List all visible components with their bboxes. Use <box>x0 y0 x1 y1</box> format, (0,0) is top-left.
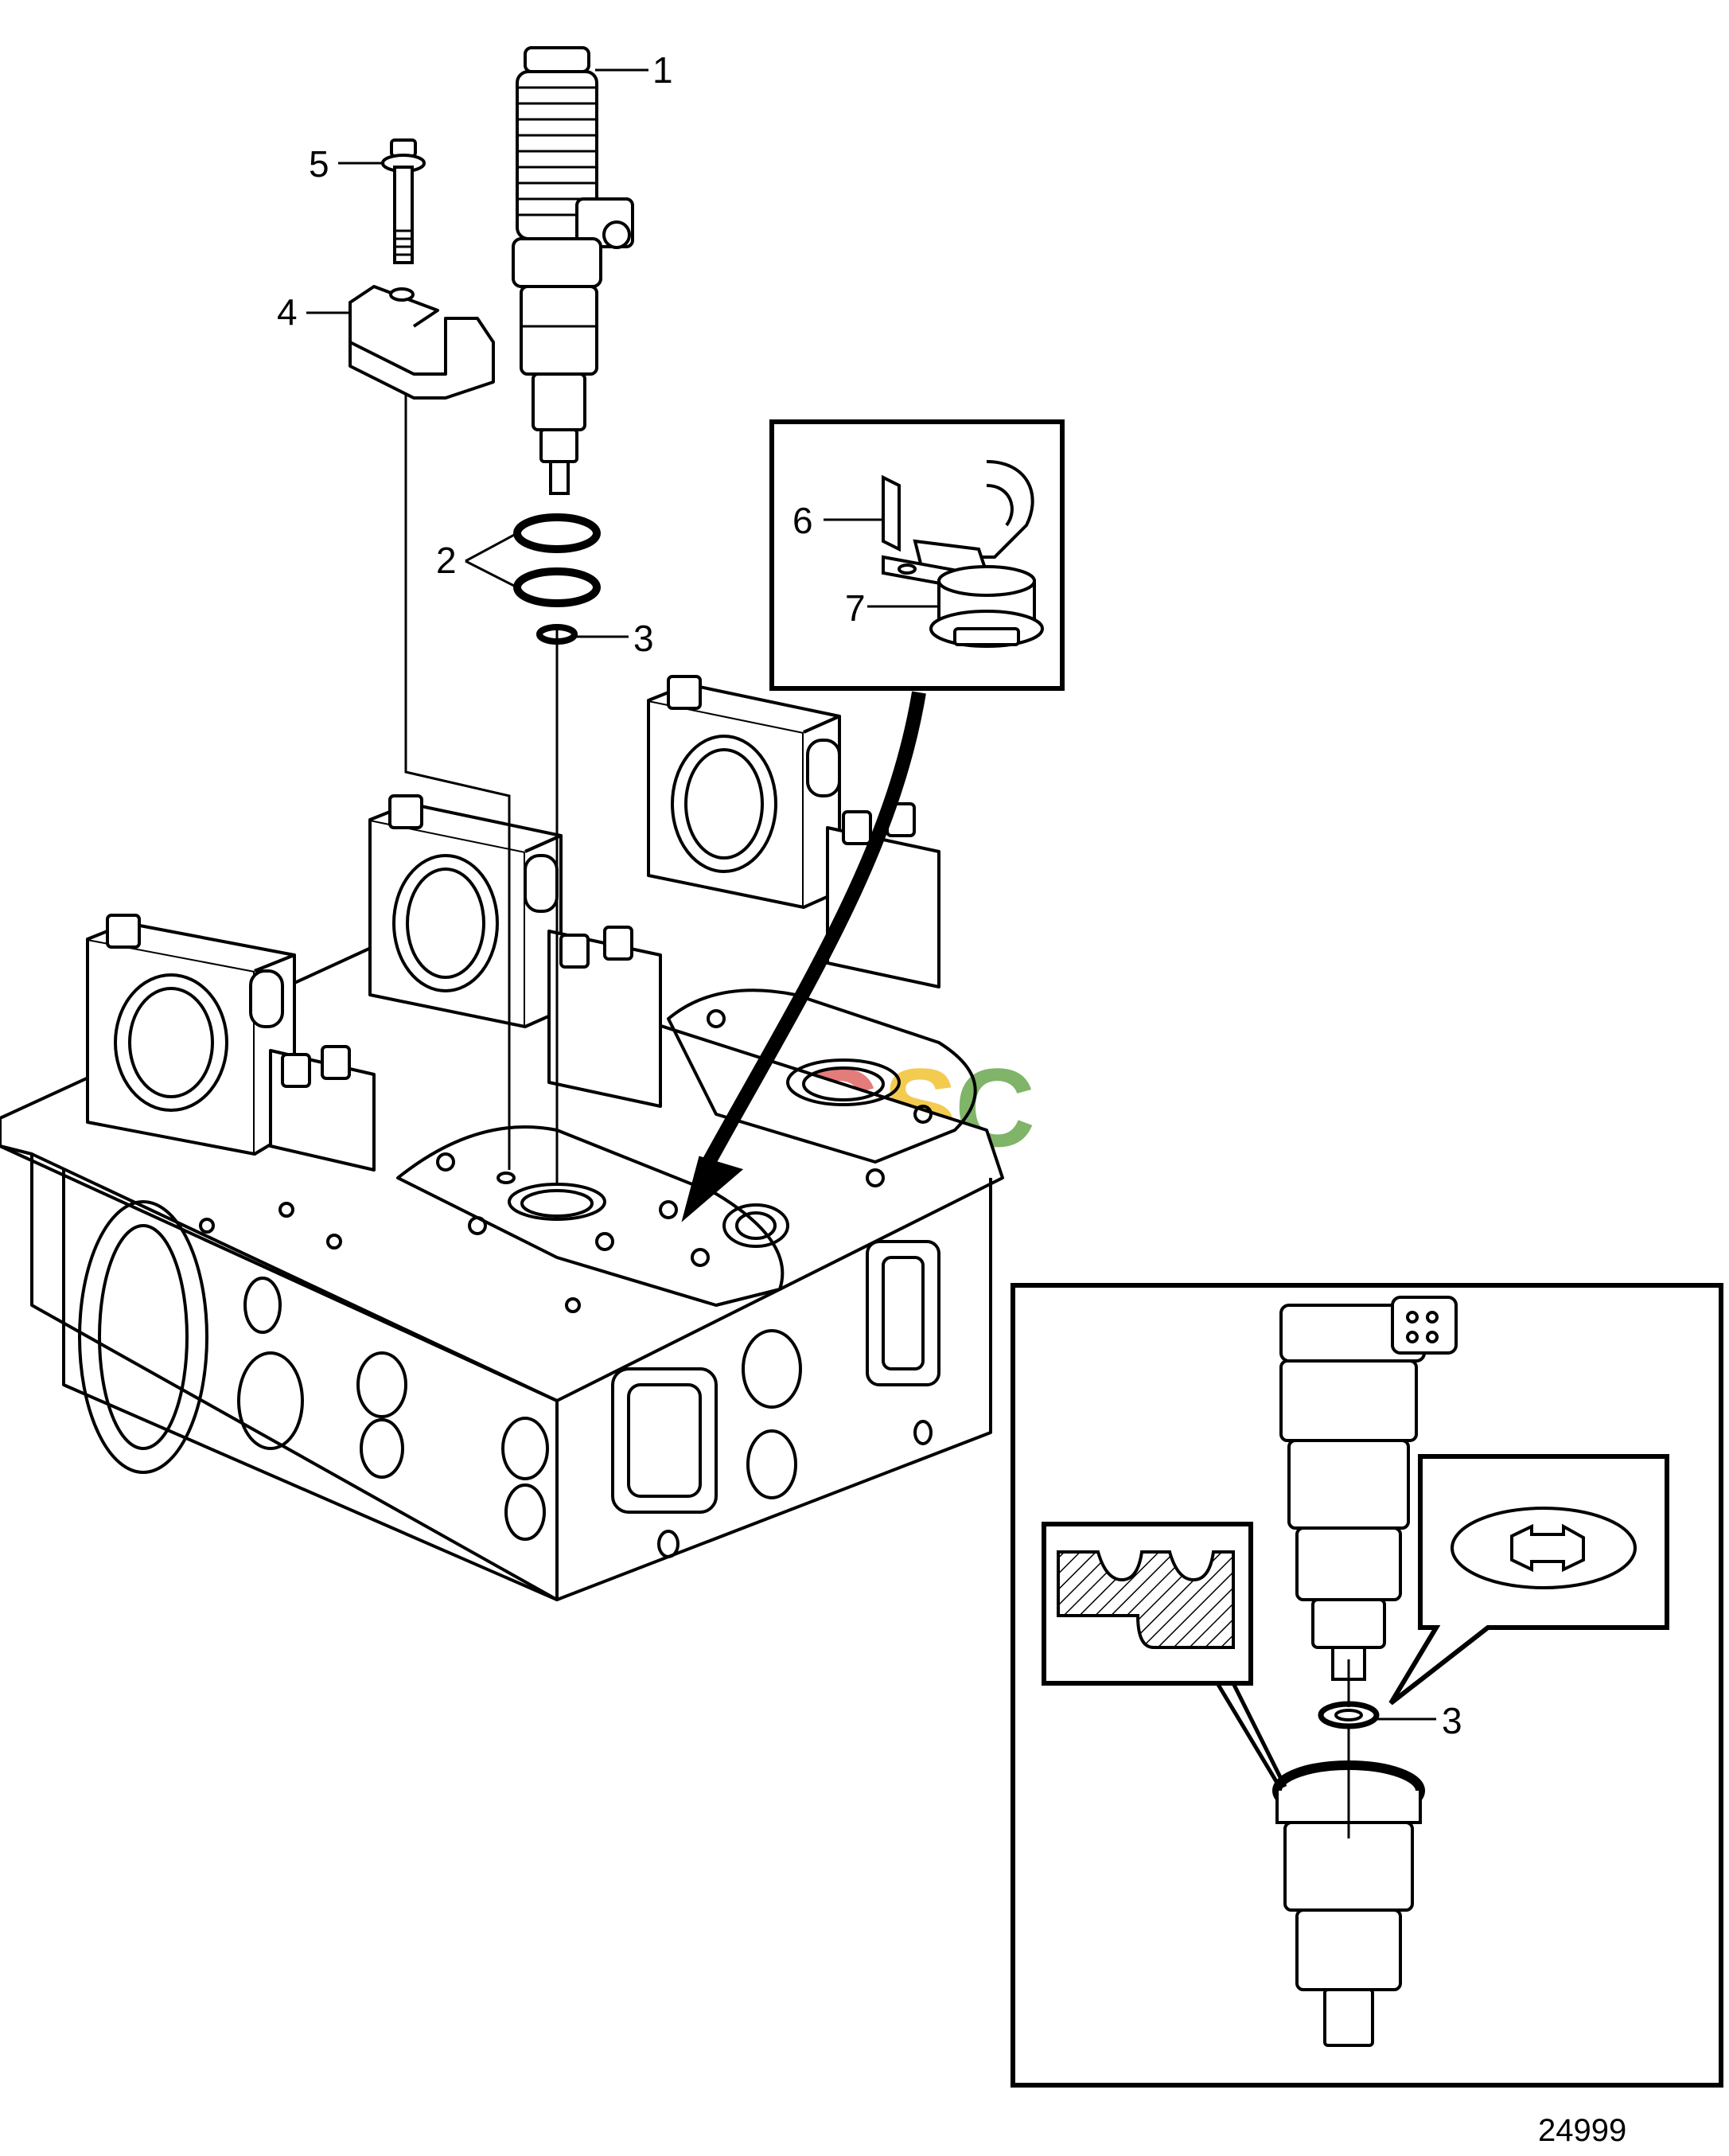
callouts: 1 5 4 2 3 6 7 3 <box>277 49 1462 1741</box>
figure-number: 24999 <box>1538 2113 1626 2148</box>
fastener-icon <box>929 565 1044 648</box>
callout-7: 7 <box>845 587 866 629</box>
section-inset <box>1042 1522 1287 1788</box>
clamp-icon <box>349 285 495 400</box>
callout-4: 4 <box>277 291 298 333</box>
cable-tie-icon <box>882 460 1034 591</box>
bearing-cap-front <box>86 914 376 1172</box>
installation-guide-lines <box>404 382 559 1186</box>
washer-zoom-inset <box>1388 1454 1669 1706</box>
sealing-washer-icon <box>536 624 578 645</box>
callout-3: 3 <box>633 618 654 659</box>
unit-injector-detail-icon <box>1279 1296 1458 1681</box>
camshaft-bearings <box>86 675 940 1172</box>
injector-sleeve-icon <box>1272 1659 1425 2047</box>
inset-box-upper <box>769 419 1065 691</box>
o-ring-icon <box>513 513 601 607</box>
inset-box-detail <box>1011 1283 1723 2088</box>
callout-2: 2 <box>436 540 457 581</box>
callout-1: 1 <box>652 49 673 91</box>
flange-screw-icon <box>381 138 426 264</box>
arrow-icon <box>681 691 926 1222</box>
callout-5: 5 <box>309 143 329 185</box>
leader-lines <box>306 68 1436 1721</box>
unit-injector-icon <box>512 46 634 495</box>
bearing-cap-middle <box>368 794 662 1108</box>
bearing-cap-rear <box>647 675 940 988</box>
callout-3-detail: 3 <box>1442 1700 1462 1741</box>
callout-6: 6 <box>792 500 813 541</box>
